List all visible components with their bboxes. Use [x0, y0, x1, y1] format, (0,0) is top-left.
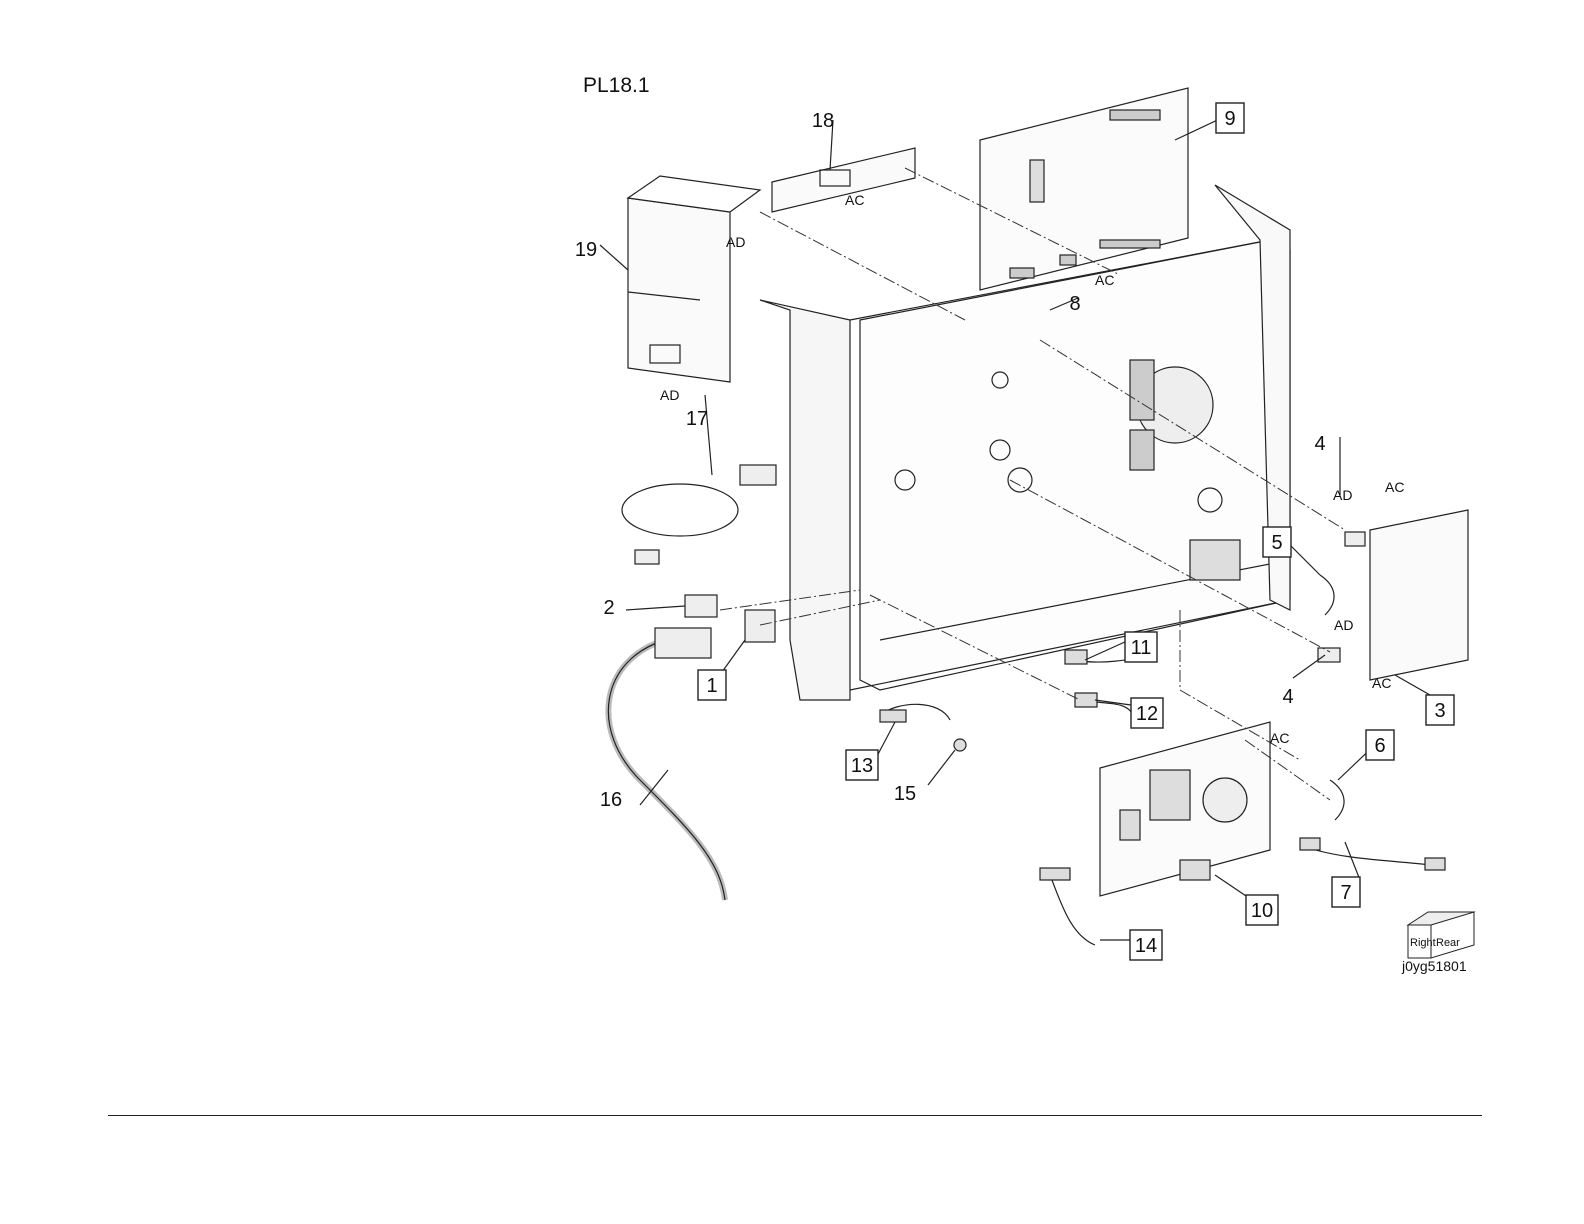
page-bottom-rule — [108, 1115, 1482, 1116]
connector-tag: AC — [1385, 479, 1404, 495]
cube-face-left: Right — [1410, 937, 1436, 949]
callout-number: 1 — [706, 675, 717, 697]
connector-tag: AC — [1372, 675, 1391, 691]
callout-number: 18 — [812, 110, 834, 132]
connector-tag: AD — [660, 387, 679, 403]
figure-id: j0yg51801 — [1402, 958, 1467, 974]
inlet-part — [745, 610, 775, 642]
callout-number: 19 — [575, 239, 597, 261]
main-chassis-frame — [760, 240, 1290, 700]
shield-plate — [628, 176, 760, 382]
connector-tag: AD — [726, 234, 745, 250]
callout-number: 5 — [1271, 532, 1282, 554]
callout-number: 8 — [1069, 293, 1080, 315]
connector-tag: AD — [1333, 487, 1352, 503]
connector-tag: AC — [845, 192, 864, 208]
main-controller-board — [980, 88, 1188, 290]
callout-number: 14 — [1135, 935, 1157, 957]
callout-number: 13 — [851, 755, 873, 777]
callout-number: 4 — [1282, 686, 1293, 708]
bracket-plate — [772, 148, 915, 212]
callout-number: 10 — [1251, 900, 1273, 922]
power-switch — [685, 595, 717, 617]
usb-cable — [622, 465, 776, 564]
callout-number: 3 — [1434, 700, 1445, 722]
callout-number: 11 — [1131, 637, 1152, 659]
power-cord — [608, 628, 725, 900]
power-supply-board — [1100, 722, 1270, 896]
callout-number: 16 — [600, 789, 622, 811]
callout-number: 17 — [686, 408, 708, 430]
callout-number: 2 — [603, 597, 614, 619]
lvps-board — [1370, 510, 1468, 680]
callout-number: 15 — [894, 783, 916, 805]
orientation-cube: Right Rear — [1408, 912, 1474, 958]
callout-number: 12 — [1136, 703, 1158, 725]
callout-number: 6 — [1374, 735, 1385, 757]
connector-tag: AC — [1095, 272, 1114, 288]
cube-face-right: Rear — [1436, 937, 1460, 949]
callout-number: 7 — [1340, 882, 1351, 904]
connector-tag: AC — [1270, 730, 1289, 746]
connector-tag: AD — [1334, 617, 1353, 633]
callout-number: 9 — [1224, 108, 1235, 130]
callout-number: 4 — [1314, 433, 1325, 455]
